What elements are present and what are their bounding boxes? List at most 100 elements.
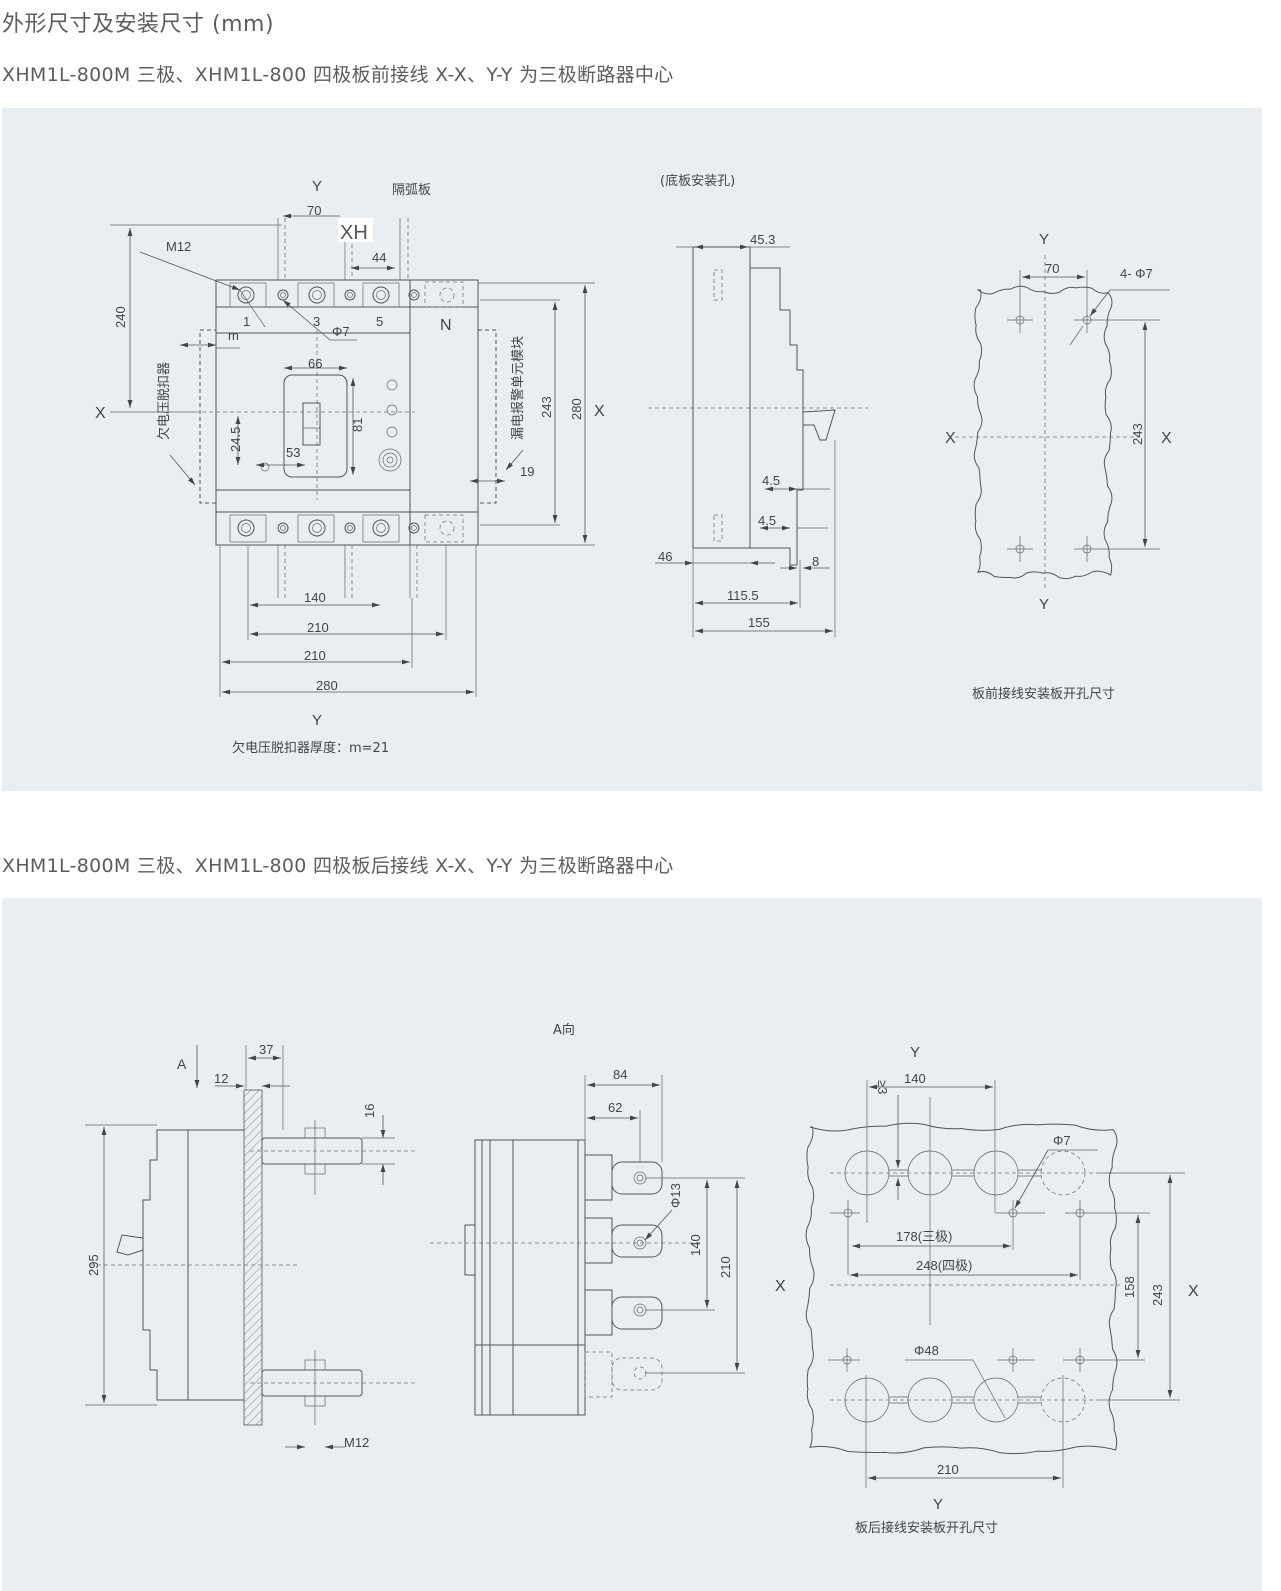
- svg-text:115.5: 115.5: [727, 588, 759, 603]
- svg-text:X: X: [775, 1278, 786, 1295]
- front-mounting-plate: [955, 255, 1170, 590]
- svg-text:N: N: [440, 317, 452, 334]
- rear-side-dimensions: [85, 1045, 395, 1450]
- svg-text:248(四极): 248(四极): [916, 1258, 972, 1273]
- svg-text:210: 210: [937, 1462, 959, 1477]
- svg-text:X: X: [945, 430, 956, 447]
- test-button: [378, 448, 402, 472]
- side-view-dimensions: [655, 244, 836, 637]
- handle-window: [283, 374, 348, 478]
- svg-text:Φ7: Φ7: [1053, 1133, 1071, 1148]
- svg-text:37: 37: [259, 1042, 273, 1057]
- svg-text:240: 240: [113, 306, 128, 328]
- svg-text:m: m: [228, 328, 239, 343]
- svg-text:19: 19: [520, 464, 534, 479]
- plate-break-outline: [805, 1122, 1118, 1455]
- mounting-plate-hatched: [243, 1089, 263, 1426]
- svg-text:44: 44: [372, 250, 386, 265]
- svg-text:8: 8: [812, 554, 819, 569]
- svg-text:XH: XH: [340, 222, 368, 244]
- svg-text:Y: Y: [312, 178, 322, 195]
- front-view-dimensions: [110, 213, 595, 697]
- svg-text:280: 280: [316, 678, 338, 693]
- svg-text:62: 62: [608, 1100, 622, 1115]
- svg-text:Φ48: Φ48: [914, 1343, 939, 1358]
- svg-text:158: 158: [1122, 1276, 1137, 1298]
- mounting-holes: [828, 1200, 1150, 1372]
- svg-text:70: 70: [1045, 261, 1059, 276]
- rear-a-view: [430, 1139, 700, 1416]
- rear-terminal: [584, 1217, 663, 1264]
- svg-text:280: 280: [569, 398, 584, 420]
- svg-text:5: 5: [376, 314, 383, 329]
- svg-text:140: 140: [304, 590, 326, 605]
- svg-text:243: 243: [539, 396, 554, 418]
- svg-text:66: 66: [308, 356, 322, 371]
- svg-text:53: 53: [286, 445, 300, 460]
- arc-barriers: [277, 218, 418, 598]
- svg-text:Φ13: Φ13: [668, 1183, 683, 1208]
- rear-connection-panel: [2, 898, 1262, 1591]
- svg-text:M12: M12: [344, 1435, 369, 1450]
- svg-text:12: 12: [214, 1071, 228, 1086]
- svg-text:243: 243: [1130, 423, 1145, 445]
- svg-text:X: X: [1161, 430, 1172, 447]
- svg-text:≥3: ≥3: [875, 1080, 890, 1094]
- rear-side-labels: A 37 12 16 295 M12: [86, 1042, 377, 1450]
- svg-text:243: 243: [1150, 1284, 1165, 1306]
- svg-text:81: 81: [350, 418, 365, 432]
- svg-text:欠电压脱扣器厚度：m=21: 欠电压脱扣器厚度：m=21: [232, 740, 389, 756]
- svg-text:210: 210: [307, 620, 329, 635]
- side-view-labels: (底板安装孔) 45.3 4.5 4.5 46 8 115.5 155: [658, 173, 819, 630]
- terminal-screws: [237, 286, 455, 537]
- svg-text:210: 210: [718, 1256, 733, 1278]
- svg-text:隔弧板: 隔弧板: [392, 183, 431, 198]
- rear-terminal: [584, 1289, 663, 1336]
- svg-text:A向: A向: [553, 1022, 575, 1038]
- svg-text:M12: M12: [166, 239, 191, 254]
- plate-break-outline: [973, 285, 1113, 580]
- indicator-light: [386, 404, 398, 416]
- svg-text:155: 155: [748, 615, 770, 630]
- operating-handle: [302, 402, 321, 446]
- svg-text:24.5: 24.5: [228, 427, 243, 452]
- svg-text:210: 210: [304, 648, 326, 663]
- rear-side-view: [90, 1089, 415, 1426]
- rear-stud-bottom: [261, 1369, 363, 1397]
- svg-text:A: A: [177, 1056, 187, 1072]
- svg-text:70: 70: [307, 203, 321, 218]
- svg-text:178(三极): 178(三极): [896, 1229, 952, 1244]
- handle: [464, 1224, 476, 1276]
- svg-text:板后接线安装板开孔尺寸: 板后接线安装板开孔尺寸: [855, 1520, 998, 1536]
- svg-text:1: 1: [243, 314, 250, 329]
- section-1-title: XHM1L-800M 三极、XHM1L-800 四极板前接线 X-X、Y-Y 为…: [2, 64, 674, 86]
- svg-text:X: X: [594, 403, 605, 420]
- svg-text:漏电报警单元模块: 漏电报警单元模块: [510, 336, 526, 440]
- front-view-breaker: [195, 218, 497, 598]
- mounting-hole: [1074, 270, 1160, 333]
- svg-text:4.5: 4.5: [758, 513, 776, 528]
- svg-text:84: 84: [613, 1067, 627, 1082]
- svg-text:Y: Y: [933, 1496, 943, 1513]
- rear-mounting-dimensions: [850, 1080, 1173, 1488]
- svg-text:X: X: [95, 405, 106, 422]
- front-mounting-labels: Y 70 4- Φ7 X X 243 Y 板前接线安装板开孔尺寸: [945, 231, 1172, 702]
- rear-mounting-labels: Y 140 ≥3 Φ7 178(三极) 248(四极) X X 158 243 …: [775, 1044, 1199, 1536]
- rear-stud-top: [261, 1137, 363, 1165]
- svg-text:16: 16: [362, 1104, 377, 1118]
- rear-a-dimensions: [584, 1075, 745, 1374]
- rear-a-labels: A向 84 62 Φ13 140 210: [553, 1022, 733, 1278]
- front-connection-panel: [2, 108, 1262, 791]
- mounting-hole: [1007, 536, 1033, 562]
- svg-text:Y: Y: [1039, 596, 1049, 613]
- rear-terminal: [584, 1154, 663, 1201]
- mounting-hole: [1074, 536, 1160, 562]
- svg-text:Y: Y: [312, 712, 322, 729]
- indicator-light: [386, 426, 398, 438]
- svg-text:板前接线安装板开孔尺寸: 板前接线安装板开孔尺寸: [972, 686, 1115, 702]
- indicator-light: [386, 379, 398, 391]
- svg-text:45.3: 45.3: [750, 232, 775, 247]
- svg-text:3: 3: [313, 314, 320, 329]
- side-view-breaker: [648, 246, 868, 566]
